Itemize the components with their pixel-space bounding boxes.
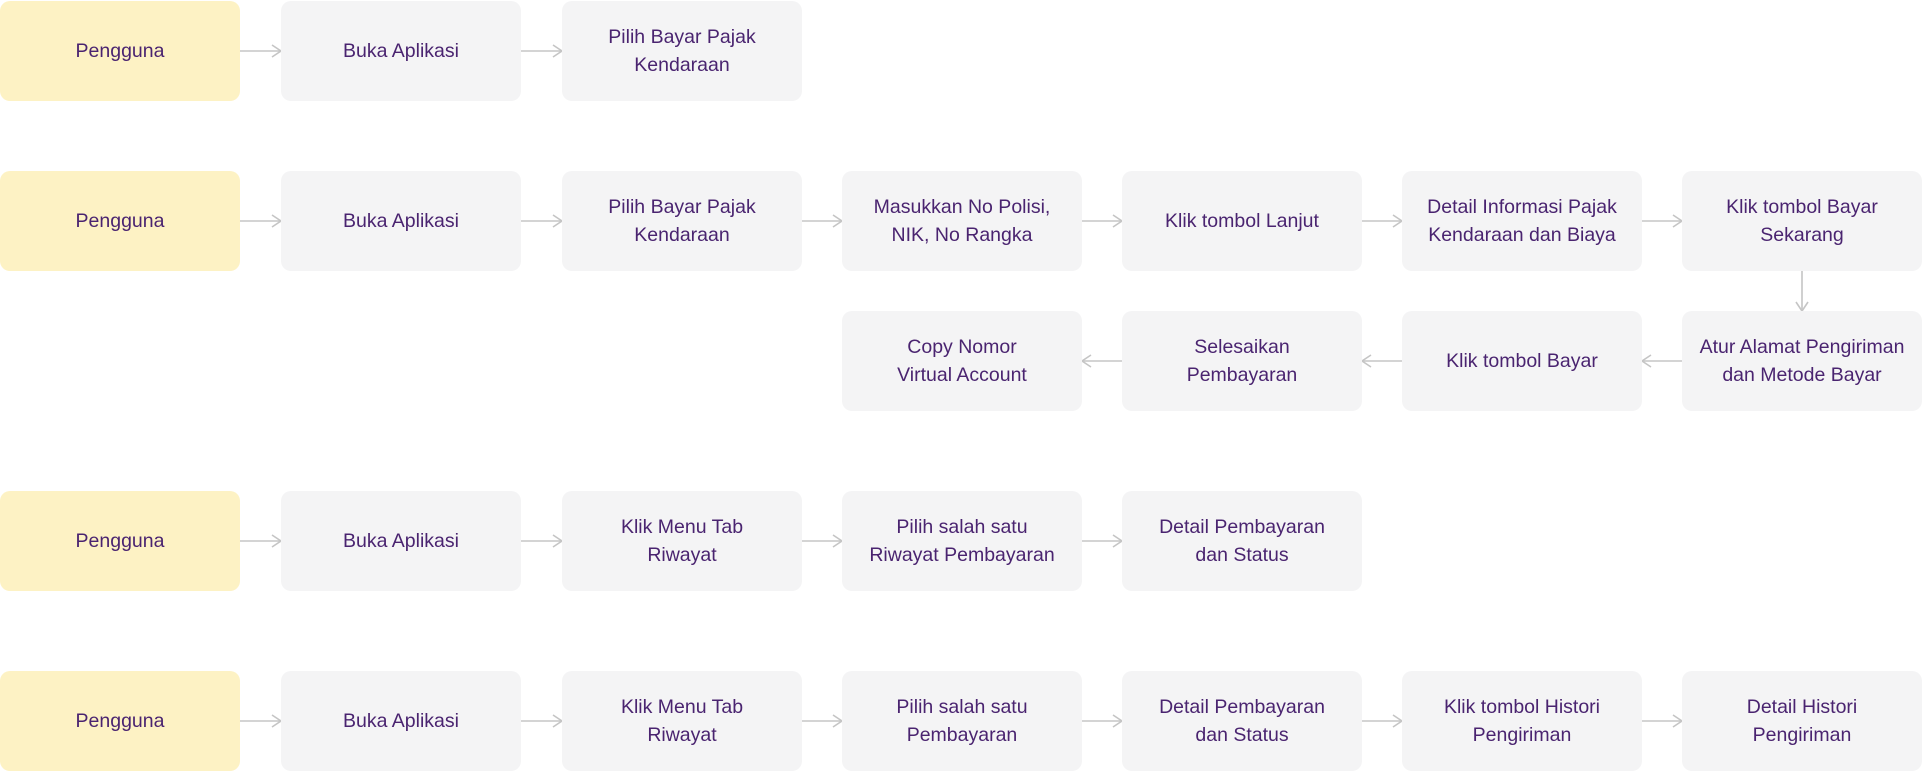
flow2-step-4: Klik tombol Lanjut	[1122, 171, 1362, 271]
flow4-actor: Pengguna	[0, 671, 240, 771]
flow2-step-8: Klik tombol Bayar	[1402, 311, 1642, 411]
flow3-step-1: Buka Aplikasi	[281, 491, 521, 591]
arrowhead-10	[1640, 354, 1652, 368]
flow2-actor: Pengguna	[0, 171, 240, 271]
flow2-step-3: Masukkan No Polisi,NIK, No Rangka	[842, 171, 1082, 271]
flow4-step-1: Buka Aplikasi	[281, 671, 521, 771]
arrowhead-11	[1360, 354, 1372, 368]
flow1-step-1: Buka Aplikasi	[281, 1, 521, 101]
flow1-actor: Pengguna	[0, 1, 240, 101]
flow2-step-1: Buka Aplikasi	[281, 171, 521, 271]
arrowhead-12	[1080, 354, 1092, 368]
flow3-actor: Pengguna	[0, 491, 240, 591]
